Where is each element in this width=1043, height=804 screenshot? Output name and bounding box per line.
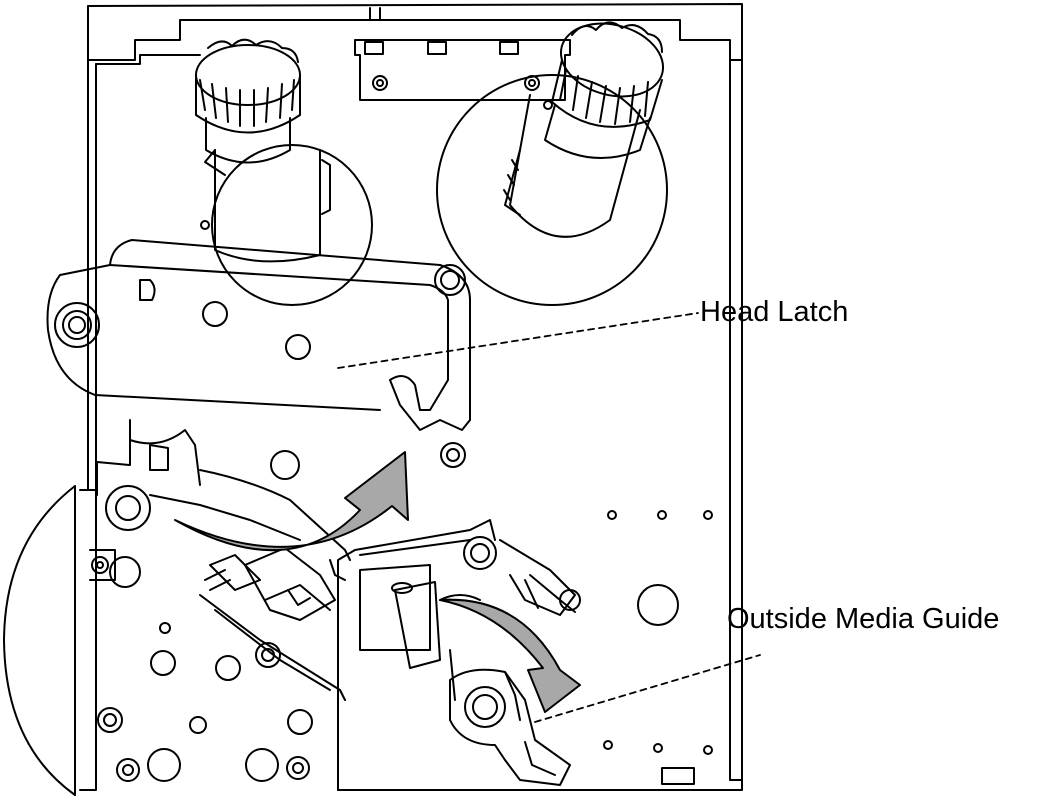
lower-plate-holes bbox=[89, 549, 313, 782]
head-latch-lever bbox=[46, 239, 471, 468]
media-guide-arrow bbox=[439, 598, 581, 713]
lower-left-door bbox=[3, 485, 97, 796]
motion-arrows bbox=[174, 451, 581, 713]
print-head-assembly bbox=[96, 419, 351, 701]
head-latch-label: Head Latch bbox=[700, 296, 849, 328]
media-guide-leader bbox=[534, 654, 761, 723]
leader-lines bbox=[337, 312, 761, 723]
center-media-plate bbox=[337, 519, 581, 791]
outside-media-guide bbox=[449, 668, 571, 786]
top-bracket bbox=[354, 39, 571, 101]
head-latch-leader bbox=[337, 312, 699, 369]
printer-frame bbox=[87, 3, 743, 791]
head-open-arrow bbox=[174, 451, 409, 552]
left-ribbon-spindle bbox=[195, 38, 373, 306]
right-ribbon-spindle bbox=[436, 21, 668, 306]
outside-media-guide-label: Outside Media Guide bbox=[727, 603, 1000, 635]
right-plate-holes bbox=[603, 510, 713, 785]
